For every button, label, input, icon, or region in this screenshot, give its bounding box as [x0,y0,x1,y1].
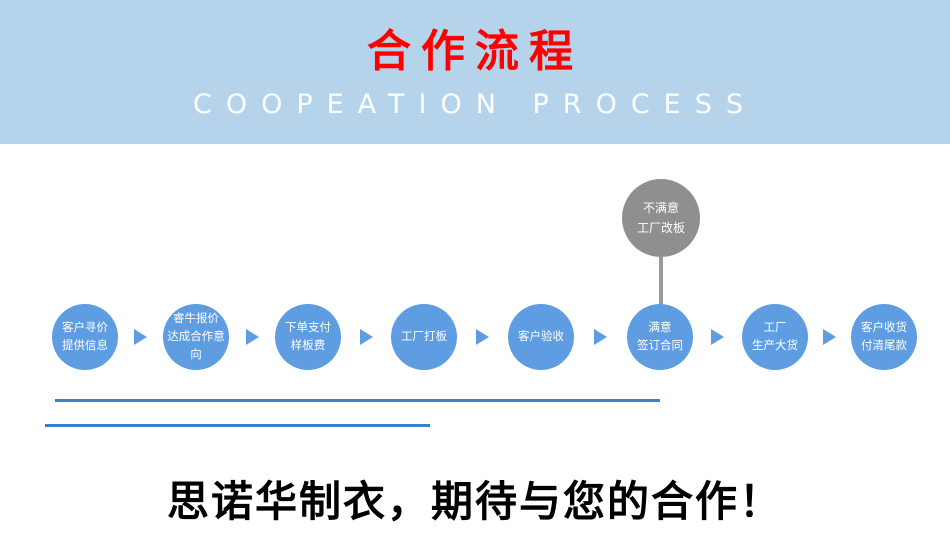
arrow-right-icon [711,329,724,345]
flow-node-8-label: 客户收货 付清尾款 [861,320,907,352]
reject-connector-line [659,257,663,304]
flow-node-reject-label: 不满意 工厂改板 [636,200,685,235]
page-title: 合作流程 [367,26,583,77]
flow-node-7: 工厂 生产大货 [742,304,808,370]
banner: 合作流程 COOPEATION PROCESS [0,0,950,144]
flow-node-2: 睿牛报价 达成合作意向 [163,304,229,370]
flow-node-6: 满意 签订合同 [627,304,693,370]
flow-node-2-label: 睿牛报价 达成合作意向 [167,311,225,361]
flow-node-1: 客户寻价 提供信息 [52,304,118,370]
flow-node-5-label: 客户验收 [518,329,564,344]
arrow-right-icon [823,329,836,345]
flow-node-5: 客户验收 [508,304,574,370]
flow-node-3-label: 下单支付 样板费 [285,320,331,352]
flow-node-reject: 不满意 工厂改板 [622,179,700,257]
page-subtitle: COOPEATION PROCESS [192,88,758,120]
flow-node-3: 下单支付 样板费 [275,304,341,370]
flow-node-7-label: 工厂 生产大货 [752,320,798,352]
footer-slogan: 思诺华制衣，期待与您的合作！ [166,477,783,526]
flow-node-6-label: 满意 签订合同 [637,320,683,352]
divider-line-bottom [45,424,430,427]
process-flow-diagram: 不满意 工厂改板 客户寻价 提供信息 睿牛报价 达成合作意向 下单支付 样板费 … [0,144,950,434]
arrow-right-icon [476,329,489,345]
arrow-right-icon [134,329,147,345]
flow-node-8: 客户收货 付清尾款 [851,304,917,370]
arrow-right-icon [246,329,259,345]
arrow-right-icon [360,329,373,345]
flow-node-4-label: 工厂打板 [401,329,447,344]
flow-node-1-label: 客户寻价 提供信息 [62,320,108,352]
divider-line-top [55,399,660,402]
flow-node-4: 工厂打板 [391,304,457,370]
arrow-right-icon [594,329,607,345]
